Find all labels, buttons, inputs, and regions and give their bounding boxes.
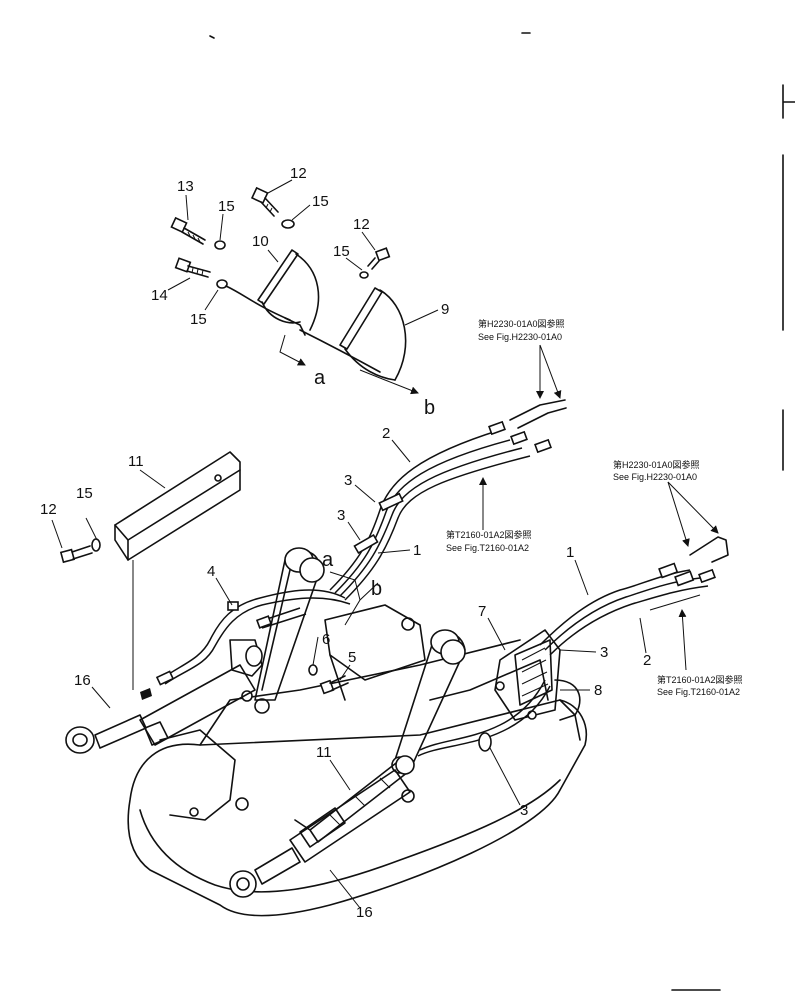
callout-7: 7: [478, 603, 486, 620]
hose-group-center: [329, 399, 567, 601]
bracket-7-8: [494, 629, 581, 721]
callout-9: 9: [441, 301, 449, 318]
callout-14: 14: [151, 287, 168, 304]
callout-2b: 2: [643, 652, 651, 669]
callout-15b: 15: [312, 193, 329, 210]
callout-4: 4: [207, 563, 215, 580]
ref3-jp: 第H2230-01A0図参照: [613, 459, 700, 470]
washer-15c-icon: [359, 271, 369, 279]
hose-group-right: [417, 536, 729, 757]
view-labels: a b a b: [314, 367, 435, 600]
channel-11-left: [114, 451, 241, 690]
ref2-en: See Fig.T2160-01A2: [446, 543, 529, 553]
view-label-b-main: b: [371, 578, 382, 600]
washer-15e-icon: [91, 538, 101, 552]
callout-3b: 3: [337, 507, 345, 524]
bolt-12-top-icon: [250, 186, 279, 217]
callout-2a: 2: [382, 425, 390, 442]
callout-11b: 11: [316, 744, 332, 761]
callout-15c: 15: [333, 243, 350, 260]
callout-1b: 1: [566, 544, 574, 561]
callout-12a: 12: [290, 165, 307, 182]
view-label-a-top: a: [314, 367, 326, 389]
callout-15e: 15: [76, 485, 93, 502]
callout-10: 10: [252, 233, 269, 250]
washer-15a-icon: [214, 240, 226, 250]
scan-marks: [209, 32, 795, 991]
callout-1a: 1: [413, 542, 421, 559]
callout-13: 13: [177, 178, 194, 195]
callout-3d: 3: [520, 802, 528, 819]
bracket-10: [225, 249, 320, 336]
view-label-b-top: b: [424, 397, 435, 419]
ref2-jp: 第T2160-01A2図参照: [446, 529, 532, 540]
ref1-jp: 第H2230-01A0図参照: [478, 318, 565, 329]
bolt-14-icon: [174, 257, 211, 278]
callouts: 13 12 15 15 10 12 15 14 15 9 2 3 3 1 11 …: [40, 165, 651, 921]
callout-6: 6: [322, 631, 330, 648]
view-label-a-main: a: [322, 549, 334, 571]
ref3-en: See Fig.H2230-01A0: [613, 472, 697, 482]
bolt-12-left-icon: [59, 545, 93, 564]
ref4-en: See Fig.T2160-01A2: [657, 687, 740, 697]
bracket-9: [299, 287, 407, 381]
callout-16a: 16: [74, 672, 91, 689]
callout-12b: 12: [353, 216, 370, 233]
reference-notes: 第H2230-01A0図参照 See Fig.H2230-01A0 第T2160…: [446, 318, 743, 697]
bolt-13-icon: [170, 216, 206, 245]
washer-15b-icon: [281, 219, 295, 229]
callout-3c: 3: [600, 644, 608, 661]
channel-11-right: [309, 755, 415, 843]
callout-15a: 15: [218, 198, 235, 215]
ref1-en: See Fig.H2230-01A0: [478, 332, 562, 342]
leader-lines: [51, 179, 647, 909]
cylinder-16-left: [65, 664, 256, 754]
callout-11a: 11: [128, 453, 144, 470]
callout-16b: 16: [356, 904, 373, 921]
bolt-12-right-icon: [367, 247, 391, 270]
main-assembly: [59, 399, 729, 917]
washer-6-icon: [308, 664, 318, 676]
callout-3a: 3: [344, 472, 352, 489]
bolt-5-icon: [319, 675, 349, 695]
callout-15d: 15: [190, 311, 207, 328]
washer-15d-icon: [216, 279, 228, 289]
hose-group-left: [155, 589, 351, 686]
cylinder-16-right: [229, 769, 411, 898]
callout-12c: 12: [40, 501, 57, 518]
callout-5: 5: [348, 649, 356, 666]
ref4-jp: 第T2160-01A2図参照: [657, 674, 743, 685]
top-detail: [170, 186, 419, 395]
callout-8: 8: [594, 682, 602, 699]
